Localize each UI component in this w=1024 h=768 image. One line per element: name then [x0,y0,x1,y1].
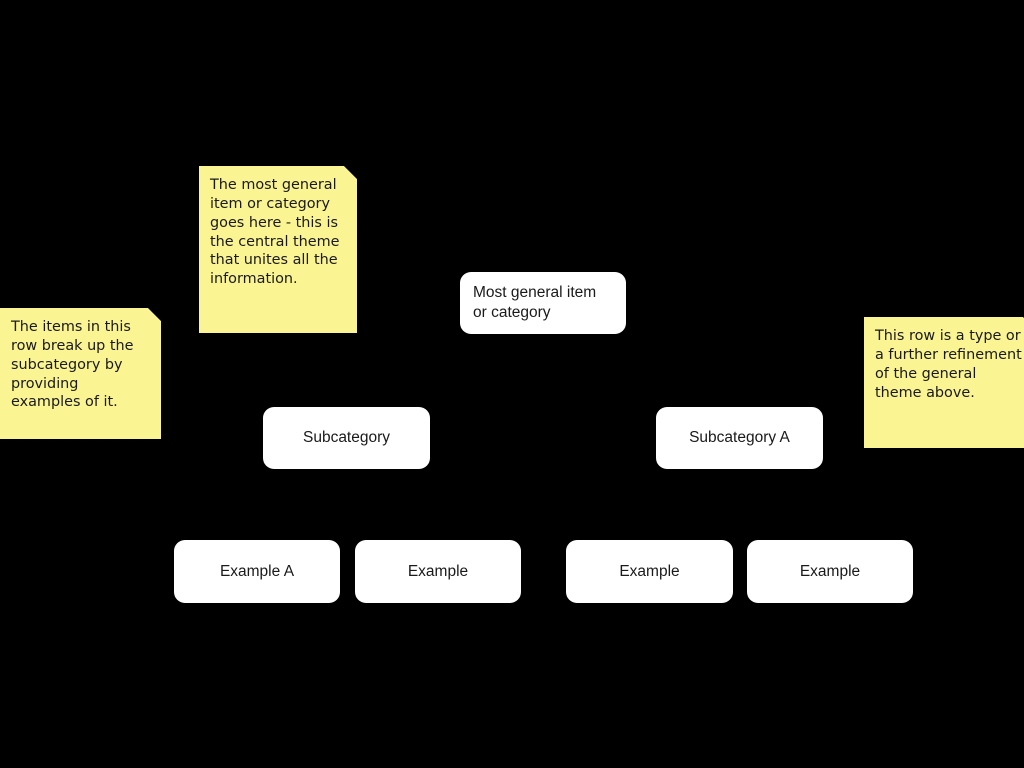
node-subcategory[interactable]: Subcategory [263,407,430,469]
folded-corner-icon [344,166,357,179]
node-label: Example [407,562,469,580]
sticky-note-example-level[interactable]: The items in this row break up the subca… [0,308,161,439]
node-example-a[interactable]: Example A [174,540,340,603]
sticky-note-text: This row is a type or a further refineme… [875,328,1022,401]
sticky-note-root-level[interactable]: The most general item or category goes h… [199,166,357,333]
node-label: Example A [219,562,295,580]
node-most-general-item[interactable]: Most general item or category [460,272,626,334]
node-subcategory-a[interactable]: Subcategory A [656,407,823,469]
node-label: Example [619,562,680,580]
node-label: Subcategory [302,429,391,447]
folded-corner-icon [148,308,161,321]
sticky-note-text: The items in this row break up the subca… [11,319,134,411]
node-example-4[interactable]: Example [747,540,913,603]
node-example-2[interactable]: Example [355,540,521,603]
node-example-3[interactable]: Example [566,540,733,603]
node-label: Most general item or category [473,284,597,321]
sticky-note-subcategory-level[interactable]: This row is a type or a further refineme… [864,317,1024,448]
node-label: Example [799,562,861,580]
node-label: Subcategory A [689,429,790,447]
sticky-note-text: The most general item or category goes h… [210,177,340,288]
